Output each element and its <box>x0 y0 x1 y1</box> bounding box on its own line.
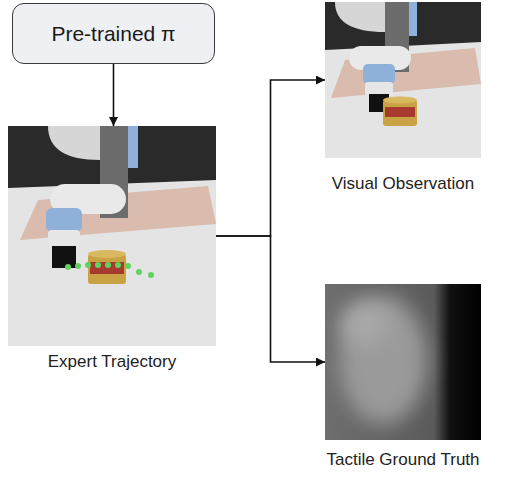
image-panel: Tactile Ground Truth <box>325 284 481 440</box>
robot-scene <box>8 126 216 346</box>
flow-arrow <box>216 236 325 362</box>
flow-arrow <box>216 80 325 236</box>
image-caption: Tactile Ground Truth <box>324 450 481 470</box>
image-caption: Visual Observation <box>330 174 476 194</box>
tactile-image <box>325 284 481 440</box>
policy-box: Pre-trained π <box>12 3 215 64</box>
box-label: Pre-trained π <box>51 22 175 46</box>
robot-view <box>325 2 481 158</box>
image-panel: Expert Trajectory <box>8 126 216 346</box>
image-panel: Visual Observation <box>325 2 481 158</box>
flow-arrow <box>113 64 115 126</box>
image-caption: Expert Trajectory <box>46 352 179 372</box>
